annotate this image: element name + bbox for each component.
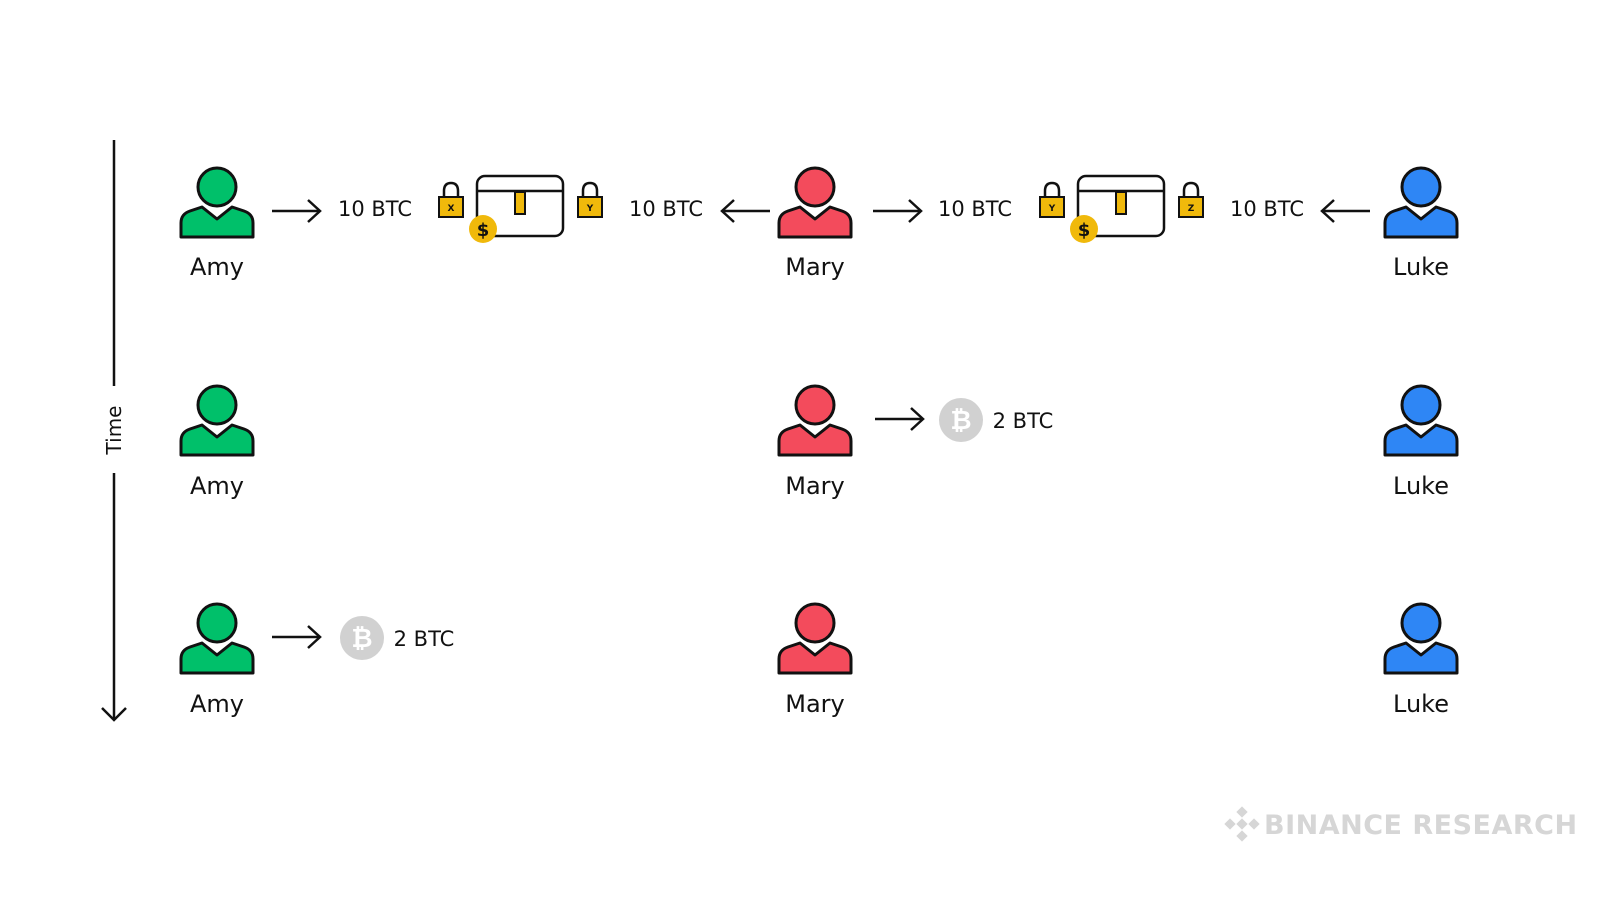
mary-avatar — [777, 602, 853, 675]
amy-label: Amy — [190, 253, 244, 281]
arrow-right-icon — [270, 198, 322, 224]
luke-avatar — [1383, 602, 1459, 675]
svg-text:$: $ — [1078, 220, 1091, 241]
amount-label: 10 BTC — [1230, 197, 1304, 221]
time-axis: Time — [101, 140, 127, 722]
luke-label: Luke — [1393, 253, 1449, 281]
mary-label: Mary — [785, 690, 844, 718]
time-axis-arrowhead — [101, 707, 127, 722]
amy-label: Amy — [190, 472, 244, 500]
binance-logo-icon — [1224, 806, 1260, 842]
amount-label: 10 BTC — [338, 197, 412, 221]
arrow-right-icon — [270, 624, 322, 650]
mary-label: Mary — [785, 253, 844, 281]
lock-icon: X — [437, 181, 465, 219]
dollar-coin-icon: $ — [1070, 215, 1098, 243]
lock-icon: Y — [576, 181, 604, 219]
luke-avatar — [1383, 166, 1459, 239]
bitcoin-coin-icon: ₿ — [939, 398, 983, 442]
arrow-right-icon — [871, 198, 923, 224]
mary-avatar — [777, 384, 853, 457]
svg-text:Z: Z — [1188, 204, 1195, 214]
luke-label: Luke — [1393, 472, 1449, 500]
row-3: Amy ₿ 2 BTC Mary Luke — [179, 602, 1459, 718]
row-2: Amy Mary ₿ 2 BTC Luke — [179, 384, 1459, 500]
mary-label: Mary — [785, 472, 844, 500]
lock-icon: Y — [1038, 181, 1066, 219]
svg-text:Y: Y — [1048, 204, 1056, 214]
amy-avatar — [179, 166, 255, 239]
lock-icon: Z — [1177, 181, 1205, 219]
watermark: BINANCE RESEARCH — [1224, 806, 1578, 842]
arrow-right-icon — [873, 406, 925, 432]
svg-text:Y: Y — [586, 204, 594, 214]
luke-avatar — [1383, 384, 1459, 457]
amy-avatar — [179, 602, 255, 675]
arrow-left-icon — [720, 198, 772, 224]
svg-text:X: X — [448, 204, 455, 214]
svg-text:₿: ₿ — [950, 406, 971, 436]
amount-label: 10 BTC — [629, 197, 703, 221]
dollar-coin-icon: $ — [469, 215, 497, 243]
mary-avatar — [777, 166, 853, 239]
time-axis-label: Time — [102, 406, 126, 456]
svg-text:₿: ₿ — [351, 624, 372, 654]
svg-text:$: $ — [477, 220, 490, 241]
watermark-text: BINANCE RESEARCH — [1264, 810, 1578, 841]
amount-label: 2 BTC — [993, 409, 1054, 433]
amount-label: 2 BTC — [394, 627, 455, 651]
arrow-left-icon — [1320, 198, 1372, 224]
luke-label: Luke — [1393, 690, 1449, 718]
amy-avatar — [179, 384, 255, 457]
bitcoin-coin-icon: ₿ — [340, 616, 384, 660]
amount-label: 10 BTC — [938, 197, 1012, 221]
amy-label: Amy — [190, 690, 244, 718]
row-1: Amy 10 BTC X $ Y 10 BTC Mary 10 BTC Y — [179, 166, 1459, 281]
